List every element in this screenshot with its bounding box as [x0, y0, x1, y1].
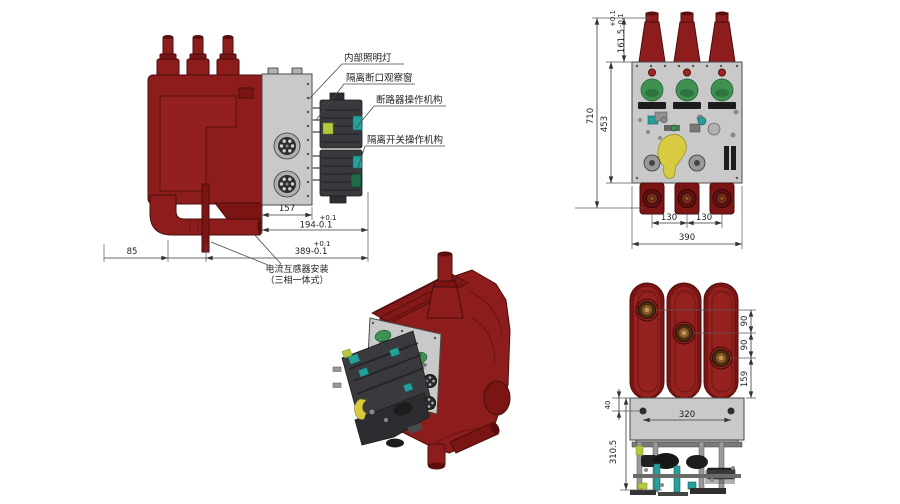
- ct-note-line2: （三相一体式）: [265, 274, 328, 286]
- dim-159: 159: [740, 371, 750, 387]
- iso-bushing: [426, 251, 464, 319]
- side-view: 内部照明灯 隔离断口观察窗 断路器操作机构 隔离开关操作机构 电流互感器安装 （…: [103, 35, 446, 286]
- rear-pole-3: [703, 282, 739, 400]
- panel-bolt-dots: [306, 82, 310, 198]
- front-panel-bolts: [635, 64, 739, 180]
- dim-320: 320: [679, 410, 695, 420]
- dim-157: 157: [279, 204, 295, 214]
- front-view: 710 453 161.5 +0.1 -0.1 130 130 390: [575, 10, 743, 249]
- side-bushing-1: [156, 35, 180, 78]
- side-flange-upper: [273, 132, 301, 160]
- front-bushing-2: [673, 11, 701, 63]
- callout-lamp: 内部照明灯: [344, 52, 392, 64]
- iso-mechanism: [332, 330, 431, 448]
- dim-389-tol: +0.1: [314, 240, 331, 248]
- rear-view: 320 90 90 159 40: [604, 282, 756, 496]
- callout-leader-lamp: [308, 63, 404, 100]
- callout-leader-breaker-mech: [355, 105, 446, 129]
- front-poles: [639, 182, 735, 215]
- callout-disconnector-mech: 隔离开关操作机构: [367, 134, 443, 146]
- callout-leader-disconnector-mech: [356, 145, 445, 172]
- breaker-mechanism: [319, 92, 363, 149]
- dim-710: 710: [586, 108, 596, 124]
- front-indicators: [648, 68, 726, 77]
- disconnector-mechanism: [319, 149, 363, 204]
- ct-note-line1: 电流互感器安装: [265, 263, 328, 275]
- dim-453: 453: [600, 116, 610, 132]
- callout-breaker-mech: 断路器操作机构: [376, 94, 443, 106]
- base-bolt-right: [727, 407, 735, 415]
- iso-yellow-handle: [354, 398, 367, 420]
- side-piping: [149, 183, 263, 253]
- rear-dimensions: 90 90 159 40 310.5: [604, 309, 756, 491]
- front-bushings: [638, 11, 736, 63]
- callout-leader-window: [315, 83, 415, 121]
- iso-side-boss: [483, 380, 511, 416]
- rear-pole-1: [629, 282, 665, 400]
- front-mechanism-details: [638, 109, 739, 179]
- side-front-panel: [261, 67, 313, 206]
- rear-mechanism: [630, 441, 743, 496]
- side-bushings: [156, 35, 240, 78]
- ct-note-leader-1: [210, 241, 269, 266]
- dim-90-top: 90: [740, 316, 750, 327]
- callout-window: 隔离断口观察窗: [346, 72, 413, 84]
- dim-194: 194-0.1: [300, 221, 333, 231]
- rear-pole-2: [666, 282, 702, 400]
- side-bushing-2: [186, 35, 210, 78]
- dim-161-5: 161.5: [617, 29, 627, 53]
- ct-stud: [201, 183, 210, 253]
- dim-389: 389-0.1: [295, 247, 328, 257]
- front-interlock-discs: [638, 78, 736, 109]
- side-bushing-3: [216, 35, 240, 78]
- dim-390: 390: [679, 233, 695, 243]
- dim-310-5: 310.5: [609, 440, 619, 464]
- dim-161-5-tol-plus: +0.1: [609, 10, 617, 27]
- ct-note-leader-2: [252, 232, 282, 265]
- front-dimensions: 710 453 161.5 +0.1 -0.1 130 130 390: [575, 10, 743, 249]
- side-body-panel-recess: [159, 95, 237, 192]
- dim-194-tol: +0.1: [320, 214, 337, 222]
- dim-161-5-tol-minus: -0.1: [617, 13, 625, 27]
- base-bolt-left: [639, 407, 647, 415]
- dim-130-left: 130: [661, 213, 677, 223]
- dim-85: 85: [127, 247, 138, 257]
- rear-base-plate: 320: [629, 397, 745, 445]
- dim-130-right: 130: [696, 213, 712, 223]
- dim-40: 40: [604, 401, 612, 410]
- front-yellow-cam: [657, 134, 687, 179]
- front-bushing-3: [708, 11, 736, 63]
- side-callouts: 内部照明灯 隔离断口观察窗 断路器操作机构 隔离开关操作机构 电流互感器安装 （…: [210, 52, 446, 286]
- isometric-view: [332, 251, 511, 470]
- mechanism-link-rods: [312, 107, 321, 181]
- rear-poles: [629, 282, 739, 400]
- dim-90-mid: 90: [740, 340, 750, 351]
- side-dimensions: 157 +0.1 194-0.1 85 +0.1 389-0.1: [103, 192, 369, 262]
- side-mechanisms: [312, 92, 363, 204]
- side-flange-lower: [273, 170, 301, 198]
- front-bushing-1: [638, 11, 666, 63]
